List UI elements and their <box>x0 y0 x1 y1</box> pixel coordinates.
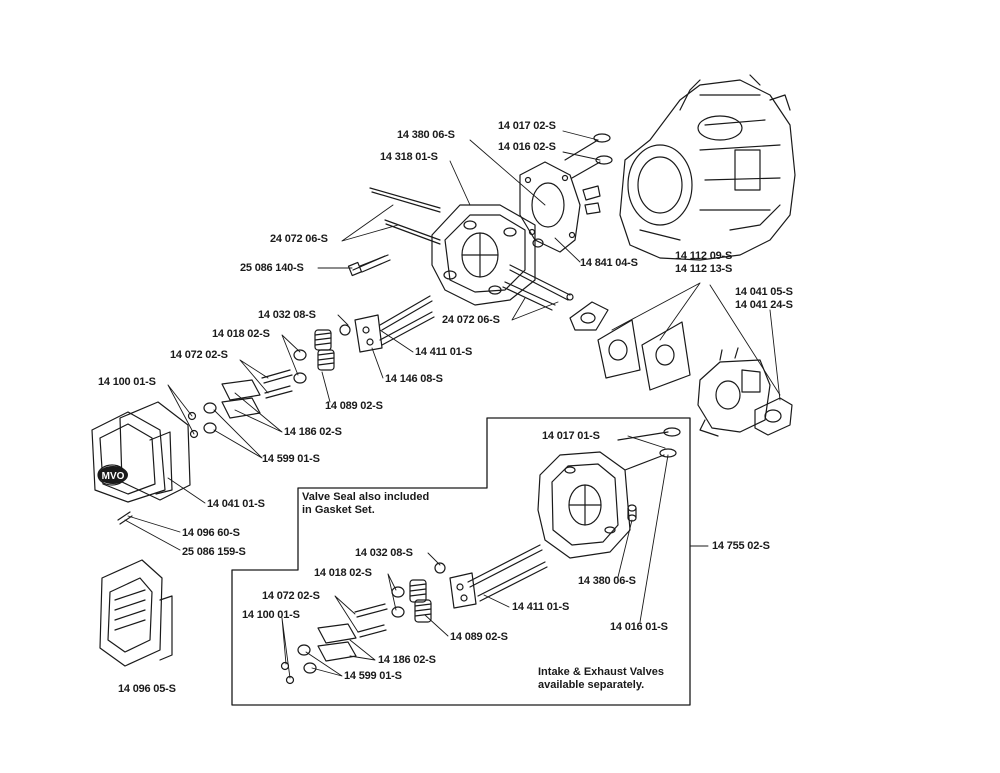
label-14018-02-upper: 14 018 02-S <box>212 328 270 340</box>
leader-lines <box>124 130 781 679</box>
cylinder-head <box>431 204 536 306</box>
valve-cover <box>91 411 173 503</box>
upper-valves <box>564 133 613 179</box>
label-14018-02-lower: 14 018 02-S <box>314 567 372 579</box>
label-14041-05: 14 041 05-S <box>735 286 793 298</box>
note-valve-seal-line1: Valve Seal also included <box>302 491 430 503</box>
label-24072-06-right: 24 072 06-S <box>442 314 500 326</box>
note-valves-line1: Intake & Exhaust Valves <box>538 666 664 678</box>
label-14032-08-upper: 14 032 08-S <box>258 309 316 321</box>
note-valve-seal-line2: in Gasket Set. <box>302 504 375 516</box>
carburetor-gasket <box>754 397 793 436</box>
label-14318-01: 14 318 01-S <box>380 151 438 163</box>
cylinder-head-kit-frame <box>231 417 691 706</box>
label-14411-01-upper: 14 411 01-S <box>415 346 473 358</box>
label-14016-02: 14 016 02-S <box>498 141 556 153</box>
kit-push-rods <box>467 544 548 602</box>
label-14186-02-upper: 14 186 02-S <box>284 426 342 438</box>
intake-gaskets <box>569 301 691 391</box>
upper-valve-train <box>187 295 435 439</box>
kit-valves <box>617 427 681 471</box>
kit-pivots <box>297 644 317 674</box>
label-14089-02-upper: 14 089 02-S <box>325 400 383 412</box>
valve-cover-alt <box>99 559 173 667</box>
carburetor <box>697 347 771 437</box>
kit-springs <box>409 579 432 623</box>
kit-valve-seal <box>434 562 446 574</box>
label-14112-13: 14 112 13-S <box>675 263 733 275</box>
label-14146-08: 14 146 08-S <box>385 373 443 385</box>
kit-rocker-arms <box>317 623 357 662</box>
label-14380-06-lower: 14 380 06-S <box>578 575 636 587</box>
label-14096-60: 14 096 60-S <box>182 527 240 539</box>
mvo-logo: MVO <box>98 466 128 484</box>
label-14100-01-lower: 14 100 01-S <box>242 609 300 621</box>
label-14096-05: 14 096 05-S <box>118 683 176 695</box>
label-14841-04: 14 841 04-S <box>580 257 638 269</box>
kit-nuts <box>280 661 295 685</box>
label-14411-01-lower: 14 411 01-S <box>512 601 570 613</box>
label-14380-06-upper: 14 380 06-S <box>397 129 455 141</box>
engine-block <box>619 74 796 261</box>
head-gasket <box>519 161 581 253</box>
label-14089-02-lower: 14 089 02-S <box>450 631 508 643</box>
kit-screws <box>354 603 388 638</box>
note-valve-seal: Valve Seal also included in Gasket Set. <box>302 491 429 517</box>
kit-guide-plate <box>449 572 477 609</box>
kit-cylinder-head <box>537 451 631 559</box>
label-14017-02: 14 017 02-S <box>498 120 556 132</box>
label-14186-02-lower: 14 186 02-S <box>378 654 436 666</box>
label-14599-01-upper: 14 599 01-S <box>262 453 320 465</box>
label-25086-159: 25 086 159-S <box>182 546 246 558</box>
cover-screw <box>117 511 133 525</box>
label-14072-02-upper: 14 072 02-S <box>170 349 228 361</box>
label-14100-01-upper: 14 100 01-S <box>98 376 156 388</box>
label-14599-01-lower: 14 599 01-S <box>344 670 402 682</box>
label-14072-02-lower: 14 072 02-S <box>262 590 320 602</box>
head-bolt <box>347 254 391 277</box>
kit-dowel-pin <box>627 504 637 522</box>
label-14755-02: 14 755 02-S <box>712 540 770 552</box>
label-14017-01: 14 017 01-S <box>542 430 600 442</box>
label-14032-08-lower: 14 032 08-S <box>355 547 413 559</box>
label-24072-06-left: 24 072 06-S <box>270 233 328 245</box>
head-studs <box>369 187 574 311</box>
label-14112-09: 14 112 09-S <box>675 250 733 262</box>
label-14041-01: 14 041 01-S <box>207 498 265 510</box>
label-14016-01: 14 016 01-S <box>610 621 668 633</box>
label-25086-140: 25 086 140-S <box>240 262 304 274</box>
svg-text:MVO: MVO <box>102 471 125 482</box>
note-valves-line2: available separately. <box>538 679 645 691</box>
note-valves-available: Intake & Exhaust Valves available separa… <box>538 666 664 692</box>
label-14041-24: 14 041 24-S <box>735 299 793 311</box>
dowel-pins <box>532 185 601 248</box>
